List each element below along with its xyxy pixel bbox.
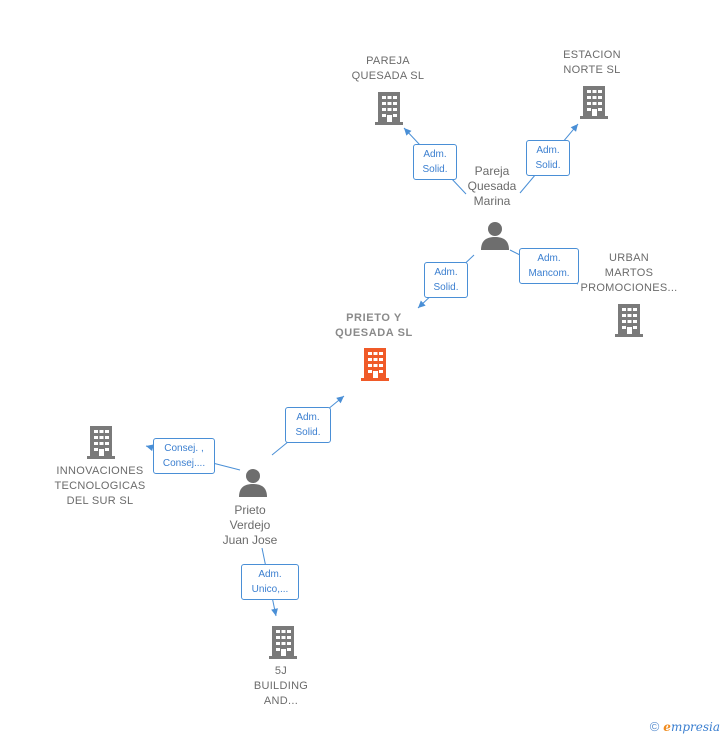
relation-text: Solid. <box>535 160 561 171</box>
company-estacion-building-icon[interactable] <box>579 84 609 120</box>
company-building-label-line: BUILDING <box>253 680 309 692</box>
company-building-label-line: 5J <box>274 665 288 677</box>
arrowhead-icon <box>570 124 578 132</box>
company-innovaciones-building-icon[interactable] <box>86 424 116 460</box>
person-marina-label-line: Marina <box>473 194 511 208</box>
person-marina-icon[interactable] <box>479 219 511 251</box>
person-marina-label-line: Pareja <box>474 164 510 178</box>
person-juanjose-label-line: Juan Jose <box>222 533 278 547</box>
relation-box-juanjose-focus[interactable]: Adm. Solid. <box>285 407 331 443</box>
company-focus-building-icon[interactable] <box>360 346 390 382</box>
company-estacion-label[interactable]: ESTACION NORTE SL <box>542 48 642 78</box>
company-urban-building-icon[interactable] <box>614 302 644 338</box>
relation-box-marina-urban[interactable]: Adm. Mancom. <box>519 248 579 284</box>
relation-text: Consej. , <box>164 443 204 454</box>
relation-text: Solid. <box>422 164 448 175</box>
company-building-label[interactable]: 5J BUILDING AND... <box>236 664 326 709</box>
company-urban-label[interactable]: URBAN MARTOS PROMOCIONES... <box>574 251 684 296</box>
person-juanjose-label-line: Verdejo <box>229 518 271 532</box>
person-marina-label[interactable]: Pareja Quesada Marina <box>452 164 532 209</box>
company-building-building-icon[interactable] <box>268 624 298 660</box>
relation-text: Unico,... <box>251 584 289 595</box>
copyright-icon: © <box>649 719 660 734</box>
company-focus-label-line: QUESADA SL <box>335 327 413 339</box>
company-focus-label-line: PRIETO Y <box>346 312 402 324</box>
brand-logo-e: e <box>663 720 671 734</box>
relation-text: Adm. <box>537 253 561 264</box>
relation-box-marina-estacion[interactable]: Adm. Solid. <box>526 140 570 176</box>
arrowhead-icon <box>418 300 426 308</box>
relation-text: Solid. <box>295 427 321 438</box>
company-focus-label[interactable]: PRIETO Y QUESADA SL <box>314 311 434 341</box>
relation-text: Consej.... <box>162 458 206 469</box>
company-pareja-label-line: PAREJA <box>366 55 410 67</box>
person-juanjose-label[interactable]: Prieto Verdejo Juan Jose <box>210 503 290 548</box>
relation-text: Adm. <box>423 149 447 160</box>
footer-brand[interactable]: ©empresia <box>650 719 720 734</box>
arrowhead-icon <box>336 396 344 404</box>
arrowhead-icon <box>271 608 278 616</box>
person-juanjose-icon[interactable] <box>237 466 269 498</box>
relation-text: Adm. <box>434 267 458 278</box>
brand-logo-text: mpresia <box>670 720 720 734</box>
relation-box-juanjose-innovaciones[interactable]: Consej. , Consej.... <box>153 438 215 474</box>
relation-text: Mancom. <box>528 268 570 279</box>
company-urban-label-line: URBAN <box>608 252 649 264</box>
company-building-label-line: AND... <box>263 695 299 707</box>
company-urban-label-line: MARTOS <box>604 267 654 279</box>
company-estacion-label-line: ESTACION <box>563 49 621 61</box>
relation-text: Adm. <box>258 569 282 580</box>
relation-text: Adm. <box>296 412 320 423</box>
relation-text: Solid. <box>433 282 459 293</box>
company-innovaciones-label-line: DEL SUR SL <box>66 495 134 507</box>
relation-box-marina-focus[interactable]: Adm. Solid. <box>424 262 468 298</box>
company-pareja-building-icon[interactable] <box>374 90 404 126</box>
person-marina-label-line: Quesada <box>467 179 517 193</box>
arrowhead-icon <box>404 128 412 136</box>
company-estacion-label-line: NORTE SL <box>563 64 621 76</box>
arrowhead-icon <box>146 444 154 452</box>
company-pareja-label[interactable]: PAREJA QUESADA SL <box>338 54 438 84</box>
relation-box-juanjose-building[interactable]: Adm. Unico,... <box>241 564 299 600</box>
relation-box-marina-pareja[interactable]: Adm. Solid. <box>413 144 457 180</box>
company-innovaciones-label[interactable]: INNOVACIONES TECNOLOGICAS DEL SUR SL <box>45 464 155 509</box>
company-pareja-label-line: QUESADA SL <box>351 70 425 82</box>
company-innovaciones-label-line: TECNOLOGICAS <box>54 480 146 492</box>
company-innovaciones-label-line: INNOVACIONES <box>56 465 144 477</box>
relation-text: Adm. <box>536 145 560 156</box>
person-juanjose-label-line: Prieto <box>234 503 266 517</box>
company-urban-label-line: PROMOCIONES... <box>580 282 678 294</box>
